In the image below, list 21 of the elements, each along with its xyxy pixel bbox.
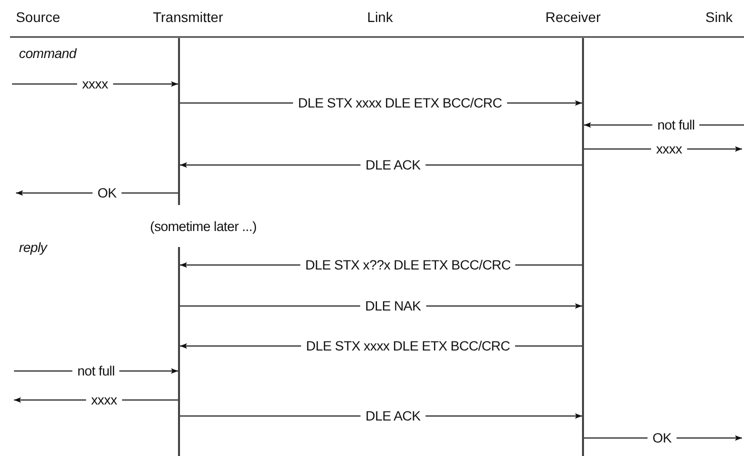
note-text: (sometime later ...)	[150, 219, 257, 234]
edge-label: DLE ACK	[360, 158, 426, 172]
edge-label: OK	[92, 186, 122, 200]
edge-label: not full	[652, 118, 700, 132]
edge-label: DLE NAK	[360, 298, 426, 314]
edge-label: DLE STX x??x DLE ETX BCC/CRC	[300, 258, 516, 272]
lane-header: Link	[367, 9, 393, 25]
edge-label: not full	[72, 364, 120, 378]
lifeline	[178, 247, 180, 456]
lane-header: Sink	[705, 9, 733, 25]
section-label: command	[19, 46, 76, 61]
edge-label: OK	[648, 430, 676, 446]
edge-label: DLE STX xxxx DLE ETX BCC/CRC	[301, 338, 515, 354]
edge-label: DLE STX xxxx DLE ETX BCC/CRC	[293, 96, 507, 110]
lifeline	[178, 38, 180, 205]
lifeline	[582, 38, 584, 456]
section-label: reply	[19, 240, 47, 255]
lane-header: Transmitter	[152, 9, 224, 25]
lane-header: Source	[16, 9, 60, 25]
lane-header: Receiver	[545, 9, 601, 25]
edge-label: DLE ACK	[360, 408, 426, 424]
